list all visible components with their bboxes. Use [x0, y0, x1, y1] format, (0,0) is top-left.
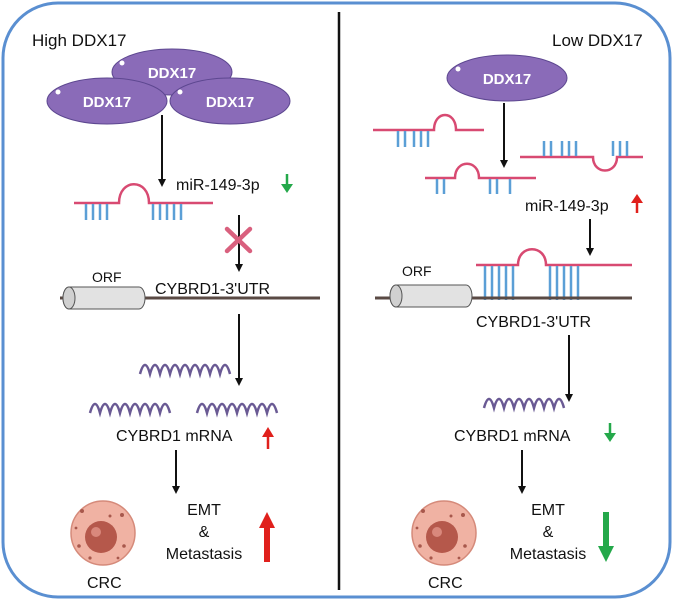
ddx17-protein: [169, 77, 291, 125]
cell-label: CRC: [87, 575, 122, 592]
utr-label: CYBRD1-3'UTR: [476, 314, 591, 331]
ddx17-protein: [446, 54, 568, 102]
orf-cylinder: [389, 284, 473, 308]
panel-title: Low DDX17: [552, 31, 643, 50]
cybrd1-mrna-wave: [88, 402, 172, 418]
decrease-arrow-icon: [604, 423, 616, 442]
protein-highlight: [119, 60, 125, 66]
orf-label: ORF: [402, 263, 432, 279]
ddx17-label: DDX17: [83, 94, 131, 111]
cybrd1-mrna-wave: [138, 363, 232, 379]
increase-arrow-icon: [631, 194, 643, 213]
crc-cell-icon: [70, 500, 136, 566]
emt-ampersand: &: [199, 524, 210, 541]
emt-label: EMT: [187, 502, 221, 519]
metastasis-label: Metastasis: [166, 546, 242, 563]
increase-arrow-icon: [259, 512, 275, 562]
mrna-label: CYBRD1 mRNA: [454, 428, 571, 445]
decrease-arrow-icon: [598, 512, 614, 562]
protein-highlight: [55, 89, 61, 95]
crc-cell-icon: [411, 500, 477, 566]
cell-label: CRC: [428, 575, 463, 592]
mirna-label: miR-149-3p: [525, 198, 609, 215]
increase-arrow-icon: [262, 427, 274, 449]
cybrd1-mrna-wave: [482, 397, 566, 413]
ddx17-label: DDX17: [206, 94, 254, 111]
decrease-arrow-icon: [281, 174, 293, 193]
mirna-label: miR-149-3p: [176, 177, 260, 194]
inhibition-x-icon: [224, 226, 253, 254]
mirna-149-3p-strand: [520, 141, 643, 172]
panel-low-ddx17: Low DDX17 DDX17: [373, 31, 643, 592]
mirna-149-3p-strand: [425, 162, 536, 194]
emt-ampersand: &: [543, 524, 554, 541]
ddx17-label: DDX17: [148, 65, 196, 82]
orf-label: ORF: [92, 269, 122, 285]
ddx17-protein: [46, 77, 168, 125]
orf-cylinder: [62, 286, 146, 310]
ddx17-protein-cluster: DDX17: [446, 54, 568, 102]
mirna-149-3p-strand: [373, 113, 484, 147]
emt-label: EMT: [531, 502, 565, 519]
protein-highlight: [177, 89, 183, 95]
metastasis-label: Metastasis: [510, 546, 586, 563]
mrna-label: CYBRD1 mRNA: [116, 428, 233, 445]
protein-highlight: [455, 66, 461, 72]
cybrd1-mrna-wave: [195, 402, 279, 418]
mirna-utr-binding: [476, 248, 632, 300]
panel-title: High DDX17: [32, 31, 127, 50]
ddx17-label: DDX17: [483, 71, 531, 88]
mirna-149-3p-strand: [74, 183, 213, 220]
utr-label: CYBRD1-3'UTR: [155, 281, 270, 298]
panel-high-ddx17: High DDX17 DDX17 DDX17 DDX17 miR-149-3p: [32, 31, 320, 592]
ddx17-protein-cluster: DDX17 DDX17 DDX17: [46, 48, 291, 125]
